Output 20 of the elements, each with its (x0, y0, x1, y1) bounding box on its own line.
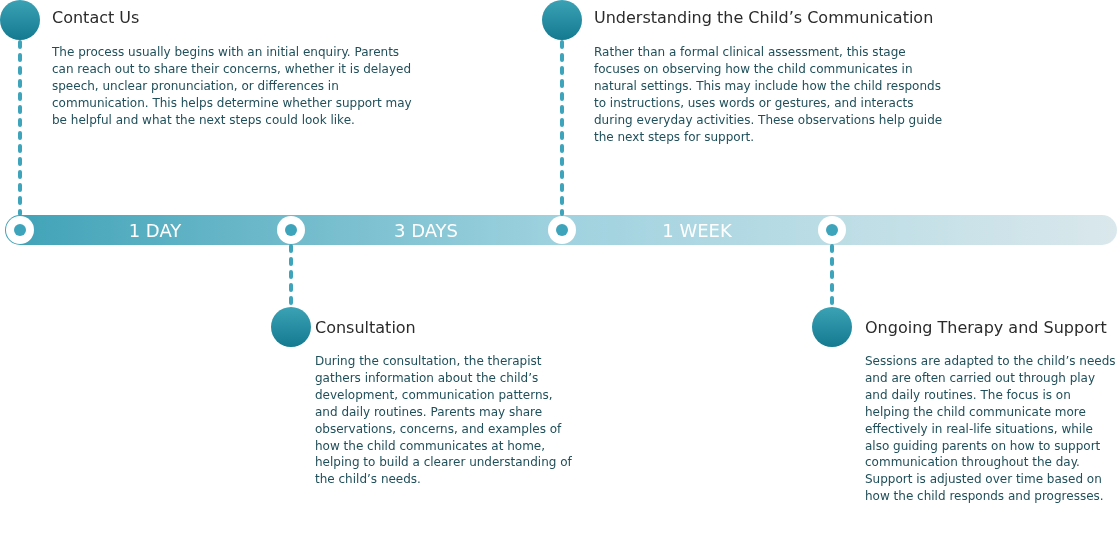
dashed-connector (560, 40, 564, 216)
step-description: Sessions are adapted to the child’s needs and are often carried out through play and daily routines. The focus is on helping the child communicate more effectively in real-life situations, while also guiding parents on how to support communication throughout the day. Support is adjusted over time based on how the child responds and progresses. (865, 353, 1117, 506)
dashed-connector (289, 244, 293, 307)
dashed-connector (18, 40, 22, 216)
step-circle (0, 0, 40, 40)
step-heading: Understanding the Child’s Communication (594, 8, 934, 27)
step-description: During the consultation, the therapist gathers information about the child’s development, communication patterns, and daily routines. Parents may share observations, concerns, and examples of how the child communicates at home, helping to build a clearer understanding of the child’s needs. (315, 353, 573, 489)
step-heading: Consultation (315, 318, 416, 337)
step-heading: Ongoing Therapy and Support (865, 318, 1107, 337)
step-description: The process usually begins with an initial enquiry. Parents can reach out to share their concerns, whether it is delayed speech, unclear pronunciation, or differences in communication. This helps determine whether support may be helpful and what the next steps could look like. (52, 44, 412, 129)
duration-label: 3 DAYS (393, 219, 459, 241)
step-description: Rather than a formal clinical assessment, this stage focuses on observing how the child communicates in natural settings. This may include how the child responds to instructions, uses words or gestures, and interacts during everyday activities. These observations help guide the next steps for support. (594, 44, 944, 146)
timeline-marker (6, 216, 34, 244)
duration-label: 1 WEEK (662, 219, 732, 241)
step-circle (812, 307, 852, 347)
step-circle (542, 0, 582, 40)
duration-label: 1 DAY (128, 219, 182, 241)
dashed-connector (830, 244, 834, 307)
step-heading: Contact Us (52, 8, 140, 27)
step-circle (271, 307, 311, 347)
